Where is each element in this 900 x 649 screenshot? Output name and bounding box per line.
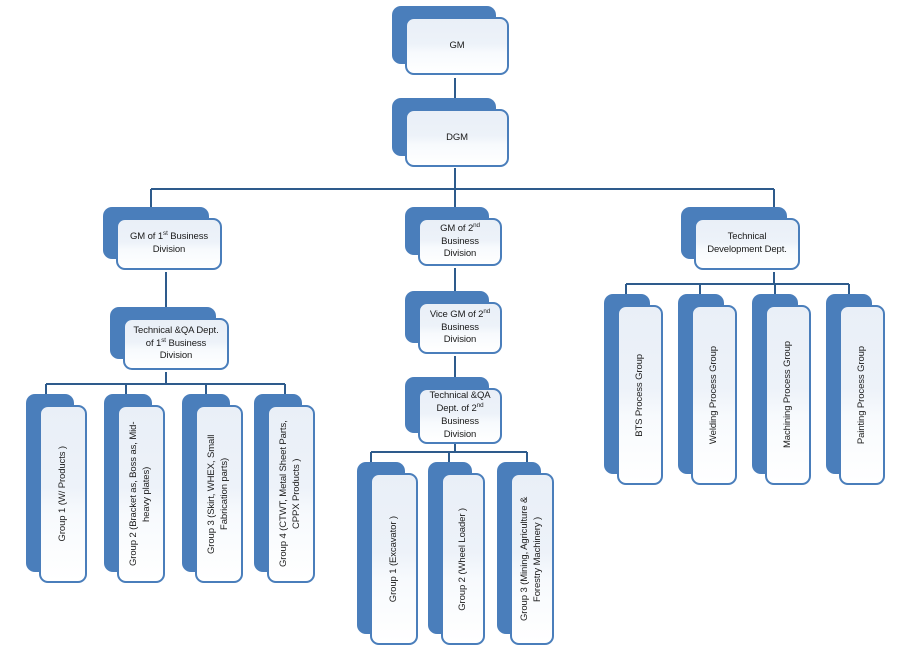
node-face: GM of 2nd Business Division <box>418 218 502 266</box>
node-face: Group 3 (Mining, Agriculture & Forestry … <box>510 473 554 645</box>
node-gm-2nd-business-division[interactable]: GM of 2nd Business Division <box>405 207 502 266</box>
node-label: GM of 2nd Business Division <box>440 221 480 260</box>
node-face: Technical &QA Dept. of 2nd Business Divi… <box>418 388 502 444</box>
node-face: Technical &QA Dept. of 1st Business Divi… <box>123 318 229 370</box>
node-label: Technical &QA Dept. of 2nd Business Divi… <box>429 390 491 440</box>
node-face: Group 2 (Wheel Loader ) <box>441 473 485 645</box>
node-bd2-group-1[interactable]: Group 1 (Excavator ) <box>357 462 418 645</box>
node-face: GM of 1st Business Division <box>116 218 222 270</box>
node-gm[interactable]: GM <box>392 6 509 75</box>
node-face: Group 4 (CTWT, Metal Sheet Parts, CPPX P… <box>267 405 315 583</box>
node-label: Welding Process Group <box>707 345 719 445</box>
node-face: Technical Development Dept. <box>694 218 800 270</box>
node-face: Group 3 (Skirt, WHEX, Small Fabrication … <box>195 405 243 583</box>
node-bd1-group-4[interactable]: Group 4 (CTWT, Metal Sheet Parts, CPPX P… <box>254 394 315 583</box>
node-label: Group 1 (Excavator ) <box>387 515 399 603</box>
node-label: Group 1 (W/ Products ) <box>56 446 68 542</box>
node-bts-process-group[interactable]: BTS Process Group <box>604 294 663 485</box>
node-label: Technical &QA Dept. of 1st Business Divi… <box>133 324 219 362</box>
node-face: Machining Process Group <box>765 305 811 485</box>
node-label: Group 3 (Mining, Agriculture & Forestry … <box>519 496 543 622</box>
node-label: Group 4 (CTWT, Metal Sheet Parts, CPPX P… <box>278 420 302 568</box>
node-label: Group 2 (Bracket as, Boss as, Mid-heavy … <box>128 421 152 567</box>
node-technical-qa-dept-2nd-business-division[interactable]: Technical &QA Dept. of 2nd Business Divi… <box>405 377 502 444</box>
node-technical-development-dept[interactable]: Technical Development Dept. <box>681 207 800 270</box>
node-gm-1st-business-division[interactable]: GM of 1st Business Division <box>103 207 222 270</box>
node-bd1-group-1[interactable]: Group 1 (W/ Products ) <box>26 394 87 583</box>
node-face: Vice GM of 2nd Business Division <box>418 302 502 354</box>
node-face: Group 1 (W/ Products ) <box>39 405 87 583</box>
node-label: GM of 1st Business Division <box>129 230 209 255</box>
node-vice-gm-2nd-business-division[interactable]: Vice GM of 2nd Business Division <box>405 291 502 354</box>
node-label: Vice GM of 2nd Business Division <box>429 307 491 346</box>
node-dgm[interactable]: DGM <box>392 98 509 167</box>
node-label: Painting Process Group <box>855 345 867 445</box>
node-label: DGM <box>446 131 468 143</box>
node-label: BTS Process Group <box>633 353 645 437</box>
node-machining-process-group[interactable]: Machining Process Group <box>752 294 811 485</box>
node-label: Technical Development Dept. <box>707 231 787 255</box>
node-label: Group 2 (Wheel Loader ) <box>456 507 468 611</box>
node-label: Group 3 (Skirt, WHEX, Small Fabrication … <box>206 434 230 554</box>
node-label: Machining Process Group <box>781 341 793 449</box>
node-welding-process-group[interactable]: Welding Process Group <box>678 294 737 485</box>
node-face: Welding Process Group <box>691 305 737 485</box>
node-bd1-group-2[interactable]: Group 2 (Bracket as, Boss as, Mid-heavy … <box>104 394 165 583</box>
node-face: DGM <box>405 109 509 167</box>
node-technical-qa-dept-1st-business-division[interactable]: Technical &QA Dept. of 1st Business Divi… <box>110 307 229 370</box>
node-painting-process-group[interactable]: Painting Process Group <box>826 294 885 485</box>
node-face: Group 2 (Bracket as, Boss as, Mid-heavy … <box>117 405 165 583</box>
node-face: Painting Process Group <box>839 305 885 485</box>
node-face: Group 1 (Excavator ) <box>370 473 418 645</box>
node-face: BTS Process Group <box>617 305 663 485</box>
node-bd2-group-2[interactable]: Group 2 (Wheel Loader ) <box>428 462 485 645</box>
node-bd1-group-3[interactable]: Group 3 (Skirt, WHEX, Small Fabrication … <box>182 394 243 583</box>
node-face: GM <box>405 17 509 75</box>
node-bd2-group-3[interactable]: Group 3 (Mining, Agriculture & Forestry … <box>497 462 554 645</box>
node-label: GM <box>449 39 465 51</box>
